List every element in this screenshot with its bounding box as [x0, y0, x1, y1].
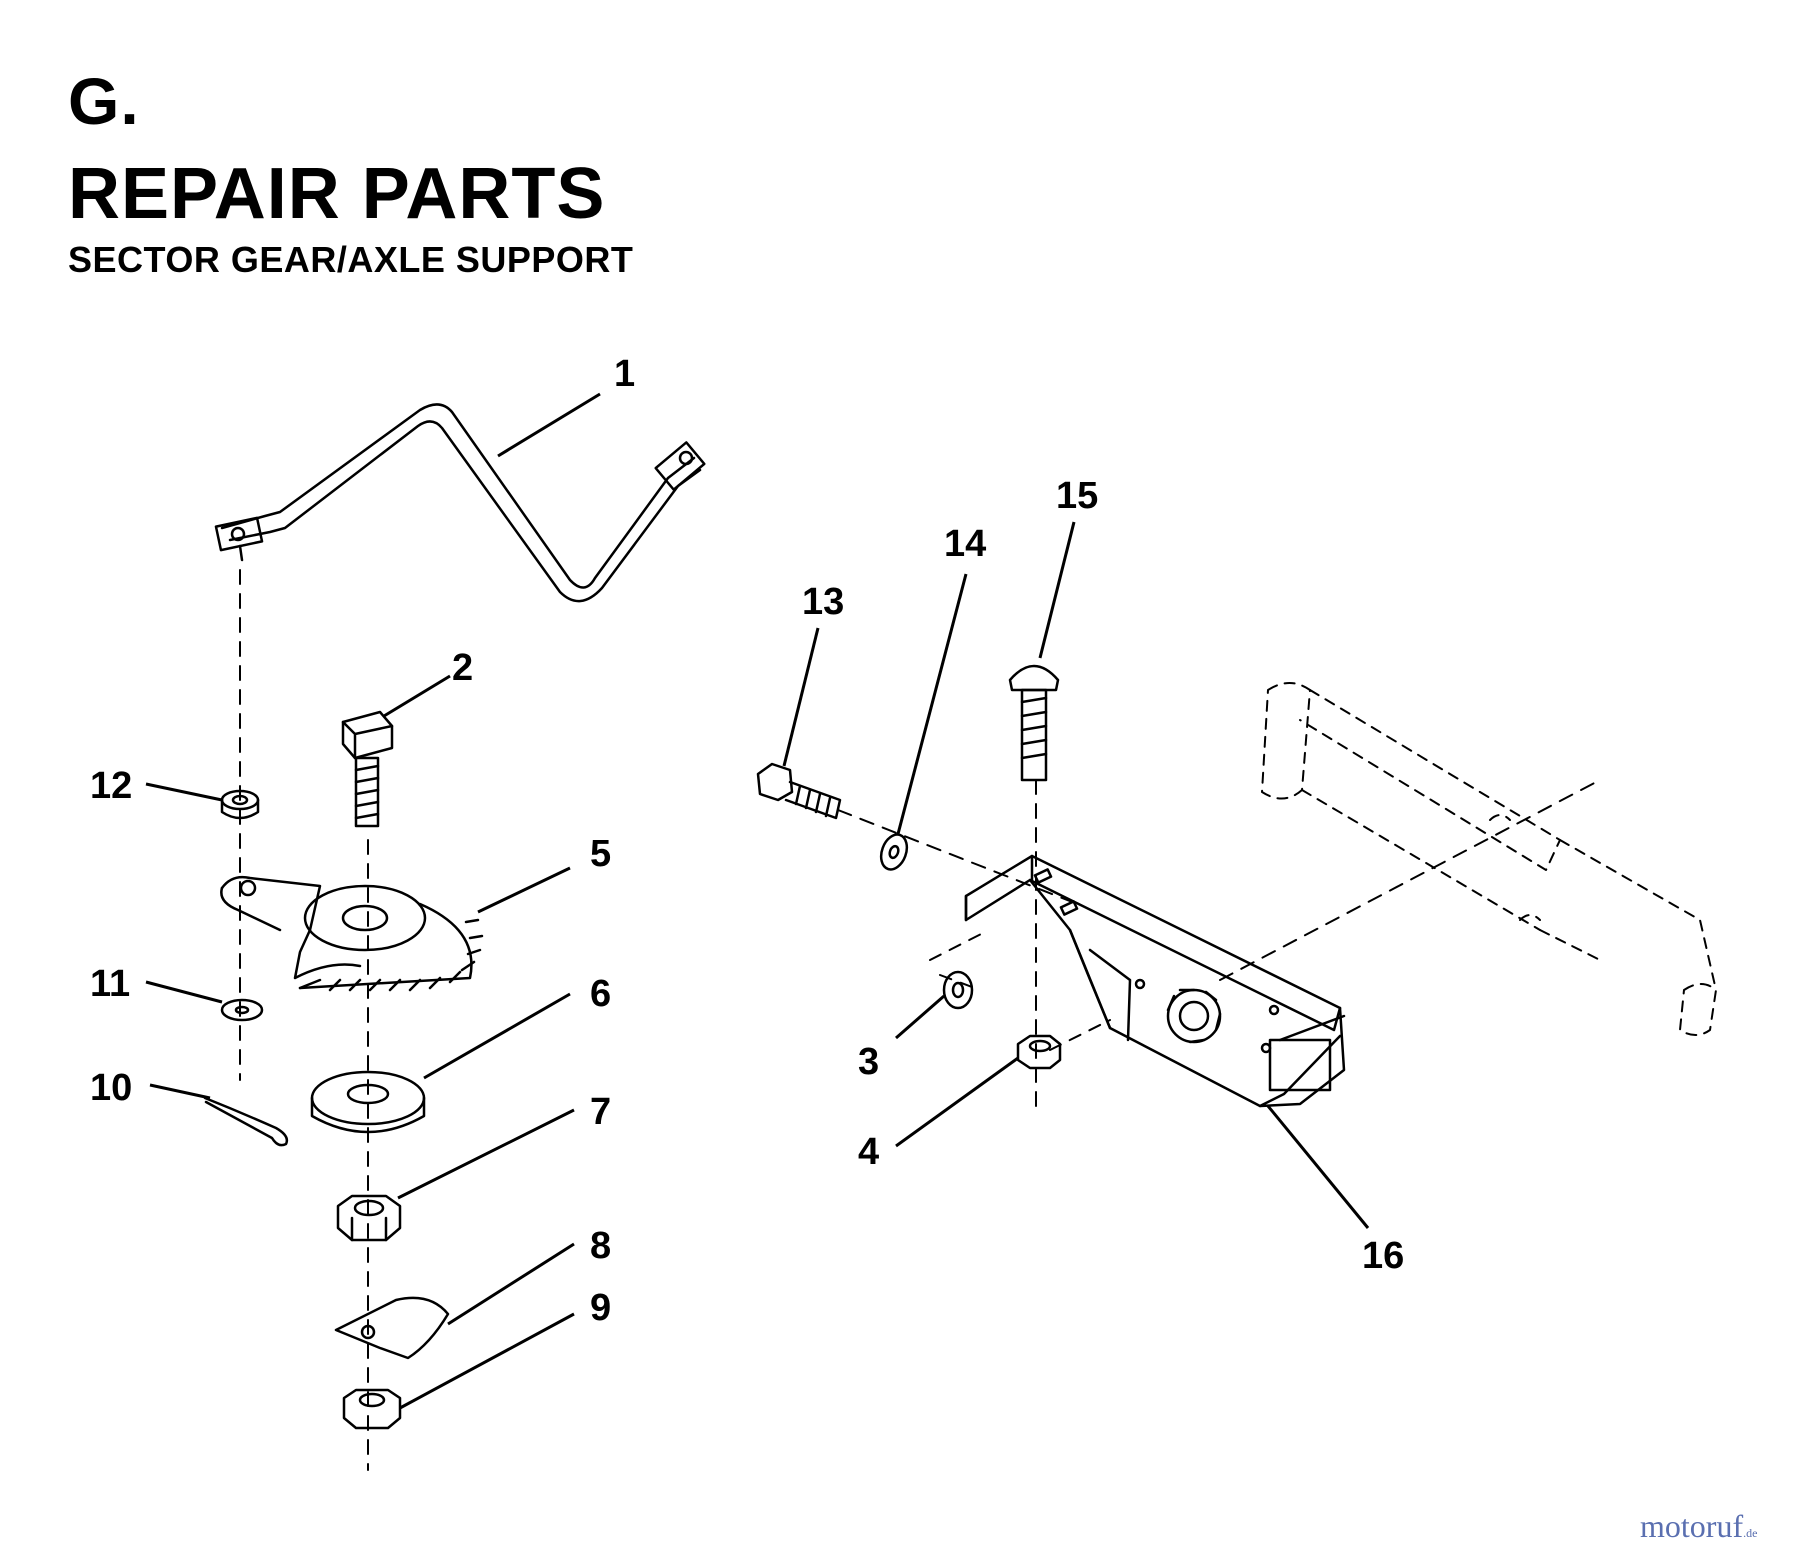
front-axle-ghost — [1261, 682, 1717, 1036]
section-letter: G. — [68, 64, 140, 138]
callout-8: 8 — [590, 1225, 611, 1267]
callout-9: 9 — [590, 1287, 611, 1329]
callout-11: 11 — [90, 963, 130, 1005]
support-nut-part — [1016, 1034, 1062, 1070]
watermark-tld: .de — [1743, 1526, 1758, 1540]
callout-7: 7 — [590, 1091, 611, 1133]
callout-2: 2 — [452, 647, 473, 689]
callout-16: 16 — [1362, 1235, 1404, 1277]
axle-support-bracket-part — [964, 854, 1346, 1108]
spacer-part — [310, 1070, 426, 1134]
watermark-logo: motoruf.de — [1640, 1508, 1757, 1545]
callout-15: 15 — [1056, 475, 1098, 517]
hex-nut-part — [336, 1194, 402, 1242]
lock-nut-part — [342, 1388, 402, 1430]
axle-washer-part — [879, 833, 909, 871]
axle-bolt-part — [756, 762, 842, 820]
page-subtitle: SECTOR GEAR/AXLE SUPPORT — [68, 239, 634, 280]
sector-gear-part — [220, 875, 484, 992]
callout-5: 5 — [590, 833, 611, 875]
leader-lines — [145, 392, 1370, 1410]
page-title: REPAIR PARTS — [68, 154, 606, 234]
callout-1: 1 — [614, 353, 635, 395]
callout-4: 4 — [858, 1131, 879, 1173]
callout-labels: 1 2 3 4 5 6 7 8 9 10 11 12 13 14 15 16 — [90, 353, 1404, 1329]
callout-6: 6 — [590, 973, 611, 1015]
callout-10: 10 — [90, 1067, 132, 1109]
assembly-line-bolt13 — [837, 809, 1081, 906]
callout-13: 13 — [802, 581, 844, 623]
callout-14: 14 — [944, 523, 986, 565]
drag-link-part — [214, 403, 706, 603]
carriage-bolt-part — [1008, 664, 1060, 782]
flat-washer-part — [220, 998, 264, 1022]
retainer-clip-part — [334, 1296, 450, 1360]
cotter-pin-part — [203, 1096, 289, 1147]
callout-3: 3 — [858, 1041, 879, 1083]
jam-nut-part — [942, 970, 974, 1010]
watermark-brand: motoruf — [1640, 1508, 1744, 1544]
hex-bolt-part — [341, 710, 394, 828]
callout-12: 12 — [90, 765, 132, 807]
